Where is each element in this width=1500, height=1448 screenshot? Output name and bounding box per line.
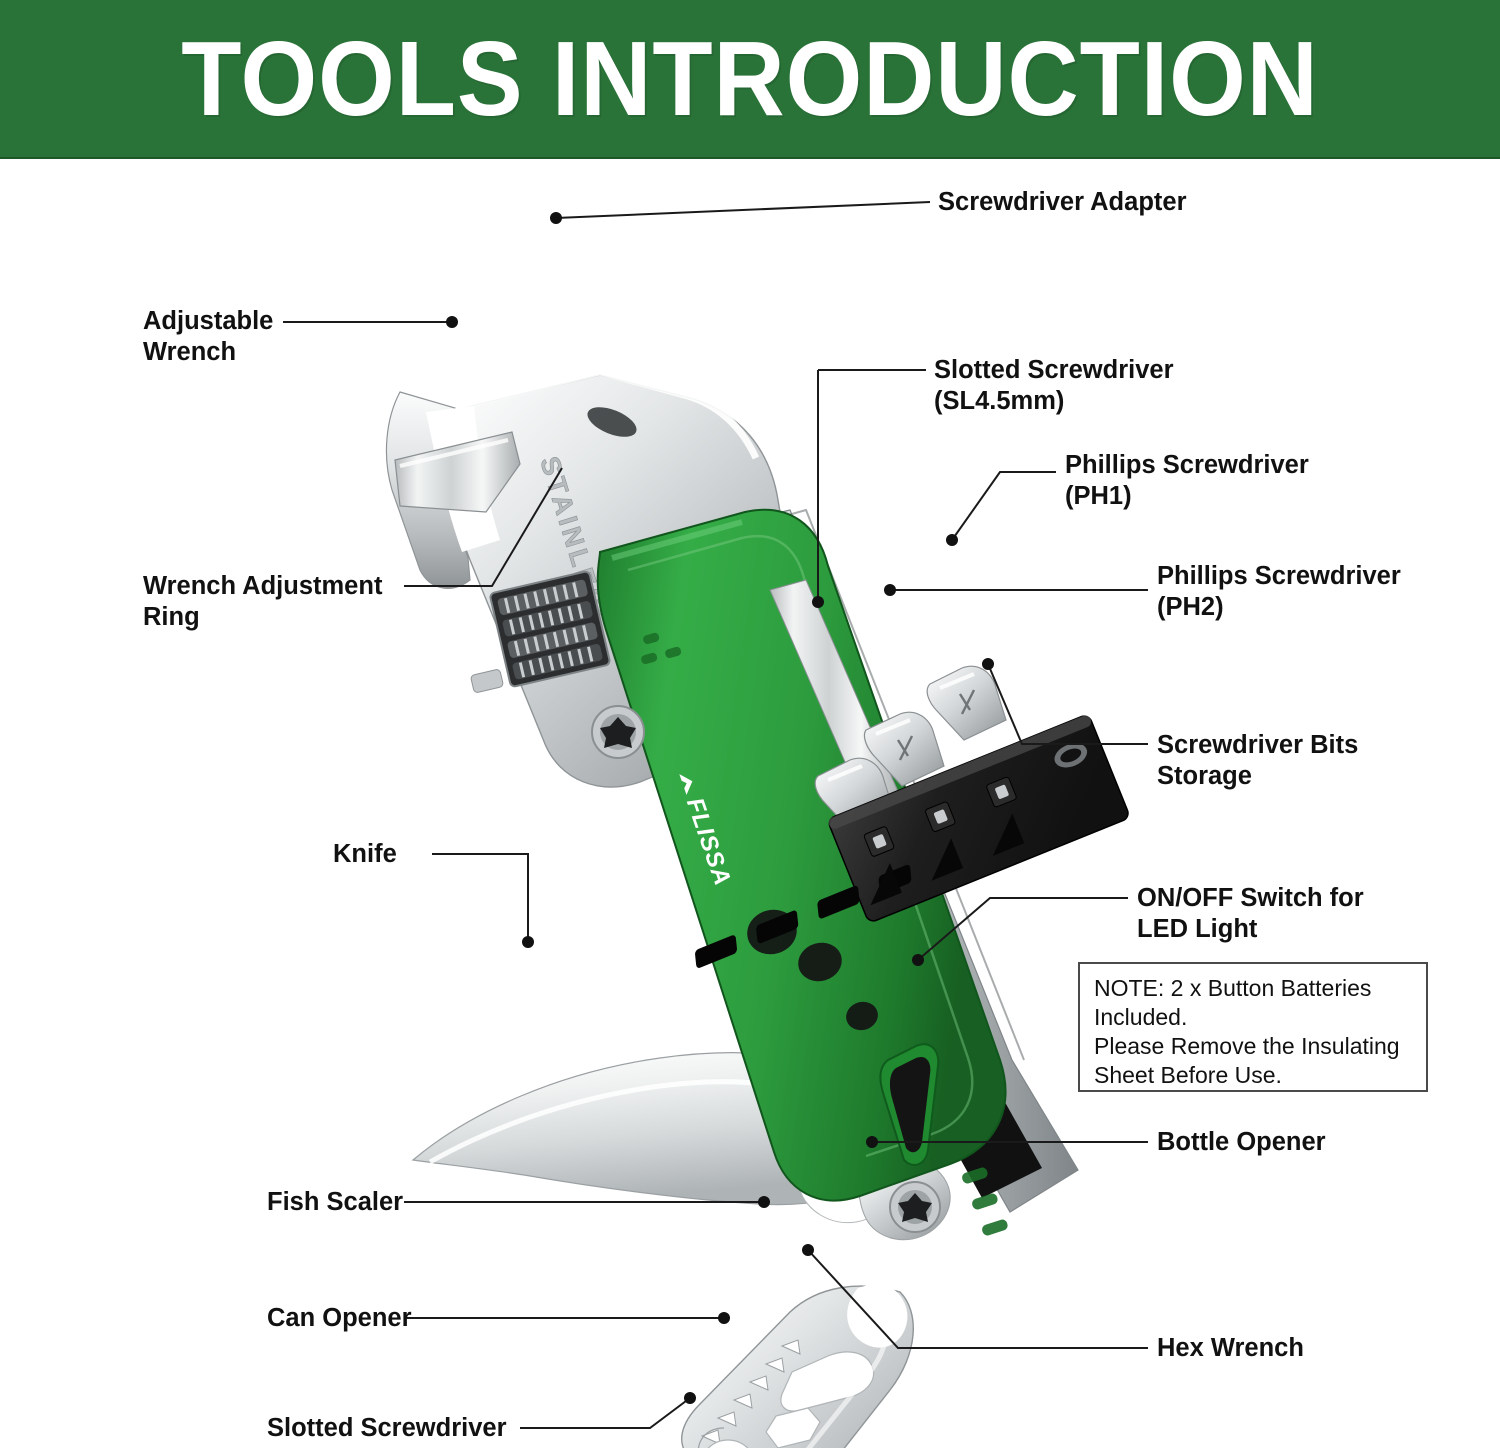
battery-note-box: NOTE: 2 x Button Batteries Included. Ple… [1078, 962, 1428, 1092]
callout-on-off-switch: ON/OFF Switch for LED Light [1137, 884, 1364, 943]
callout-phillips-screwdriver-ph2: Phillips Screwdriver (PH2) [1157, 562, 1401, 621]
phillips-bit-ph1 [926, 665, 1007, 741]
callout-knife: Knife [333, 840, 397, 868]
header-bar: TOOLS INTRODUCTION [0, 0, 1500, 159]
callout-fish-scaler: Fish Scaler [267, 1188, 404, 1216]
handle-screw-upper [591, 705, 645, 759]
green-handle: FLISSA [591, 508, 1008, 1236]
handle-screw-lower [889, 1181, 941, 1233]
callout-screwdriver-adapter: Screwdriver Adapter [938, 188, 1187, 216]
multifunction-blade [681, 1282, 914, 1448]
led-on-off-switch[interactable] [879, 1043, 940, 1166]
page-title: TOOLS INTRODUCTION [181, 20, 1319, 138]
callout-bottle-opener: Bottle Opener [1157, 1128, 1326, 1156]
callout-screwdriver-bits-storage: Screwdriver Bits Storage [1157, 731, 1359, 790]
callout-hex-wrench: Hex Wrench [1157, 1334, 1304, 1362]
phillips-bit-ph2 [863, 711, 945, 787]
callout-phillips-screwdriver-ph1: Phillips Screwdriver (PH1) [1065, 451, 1309, 510]
callout-slotted-screwdriver-sl45: Slotted Screwdriver (SL4.5mm) [934, 356, 1174, 415]
callout-adjustable-wrench: Adjustable Wrench [143, 307, 274, 366]
callout-can-opener: Can Opener [267, 1304, 412, 1332]
callout-slotted-screwdriver-bottom: Slotted Screwdriver [267, 1414, 507, 1442]
callout-wrench-adjustment-ring: Wrench Adjustment Ring [143, 572, 383, 631]
